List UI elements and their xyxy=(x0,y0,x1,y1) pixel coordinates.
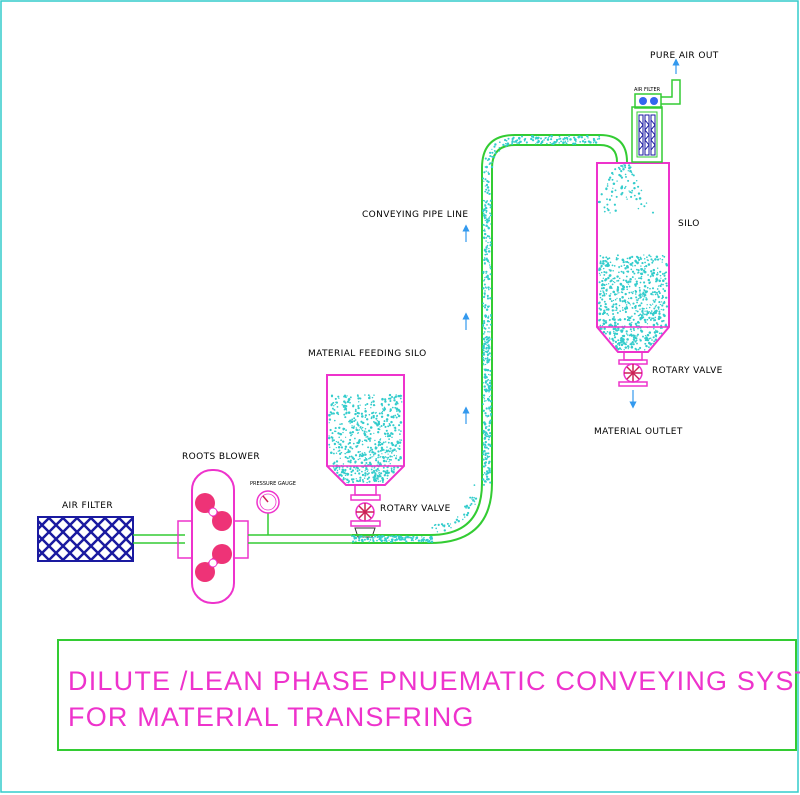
top-filter-fan-box xyxy=(634,93,662,109)
pressure-gauge-needle xyxy=(262,495,269,503)
air-filter-label: AIR FILTER xyxy=(62,501,113,511)
silo xyxy=(596,162,670,365)
pressure-gauge-label: PRESSURE GAUGE xyxy=(250,481,296,487)
conveying-pipe-line-label: CONVEYING PIPE LINE xyxy=(362,210,468,220)
title-line-2: FOR MATERIAL TRANSFRING xyxy=(68,702,475,732)
silo-particles xyxy=(596,162,669,351)
pipe-particles xyxy=(351,134,601,544)
roots-blower-label: ROOTS BLOWER xyxy=(182,452,260,462)
title-line-1: DILUTE /LEAN PHASE PNUEMATIC CONVEYING S… xyxy=(68,666,800,696)
top-filter-outlet-duct xyxy=(661,79,681,105)
pipe-blower-to-junction xyxy=(248,534,352,544)
pipe-filter-to-blower xyxy=(133,534,185,544)
blower-rotor-lower xyxy=(195,544,232,582)
rotary-valve-feed xyxy=(350,502,381,538)
material-outlet-label: MATERIAL OUTLET xyxy=(594,427,683,437)
feed-silo-particles xyxy=(327,393,403,484)
rotary-valve-silo-label: ROTARY VALVE xyxy=(652,366,723,376)
roots-blower xyxy=(177,469,249,604)
rotary-valve-silo xyxy=(618,363,648,409)
top-air-filter-label: AIR FILTER xyxy=(634,87,661,93)
blower-rotor-upper xyxy=(195,493,232,531)
roots-blower-casing xyxy=(191,469,235,604)
material-feeding-silo xyxy=(326,374,405,501)
air-filter-body xyxy=(37,516,134,562)
material-feeding-silo-label: MATERIAL FEEDING SILO xyxy=(308,349,427,359)
title-box xyxy=(57,639,797,751)
pure-air-out-label: PURE AIR OUT xyxy=(650,51,719,61)
pressure-gauge xyxy=(256,490,280,535)
conveying-pipe-line xyxy=(352,134,628,544)
filter-bags xyxy=(638,114,656,156)
top-air-filter xyxy=(631,58,681,163)
silo-label: SILO xyxy=(678,219,700,229)
rotary-valve-feed-label: ROTARY VALVE xyxy=(380,504,451,514)
